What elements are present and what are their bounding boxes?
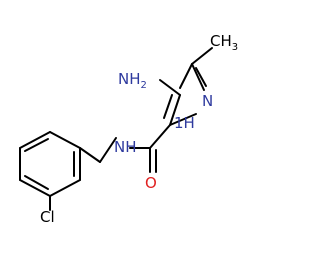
- structure-drawing: NH2 N 1H NH O Cl CH3: [19, 32, 238, 226]
- bond-c3-n2: [191, 63, 205, 91]
- ring-n1-h-prefix: 1H: [174, 114, 195, 132]
- bond-c5-c4: [169, 94, 181, 126]
- bond-benz-2-double: [24, 138, 49, 152]
- bond-benz-5: [49, 179, 81, 197]
- bond-benz-4-double: [24, 175, 49, 190]
- amino-n-symbol: N: [118, 70, 129, 88]
- amide-n-label: NH: [114, 138, 137, 156]
- amino-n-label: NH2: [118, 70, 147, 91]
- bond-benz-4: [19, 179, 51, 197]
- bond-n1-c5: [169, 113, 197, 126]
- bond-amide-n-ch2: [99, 137, 117, 163]
- carbonyl-o-label: O: [145, 174, 157, 192]
- ring-n2-label: N: [202, 92, 213, 110]
- bond-c4-amino: [159, 79, 181, 96]
- bond-benz-1: [49, 131, 81, 149]
- bond-c5-carbonyl: [149, 124, 171, 149]
- chloro-label: Cl: [40, 208, 55, 226]
- molecule-diagram: NH2 N 1H NH O Cl CH3: [19, 32, 238, 226]
- methyl-count: 3: [232, 42, 238, 53]
- ring-n1-label: 1H: [174, 114, 195, 132]
- bond-c3-n2-double: [195, 67, 207, 87]
- bond-benz-2: [19, 131, 51, 149]
- amide-h-symbol: H: [125, 138, 136, 156]
- amide-n-symbol: N: [114, 138, 125, 156]
- methyl-symbol: CH: [210, 32, 232, 50]
- amino-h-count: 2: [141, 80, 147, 91]
- bond-c4-c3: [179, 63, 193, 89]
- amino-h-symbol: H: [129, 70, 140, 88]
- bond-c3-c3methyl: [191, 47, 213, 65]
- bond-c5-c4-double: [163, 94, 173, 119]
- bond-ch2-ring: [79, 147, 101, 163]
- methyl-label: CH3: [210, 32, 238, 53]
